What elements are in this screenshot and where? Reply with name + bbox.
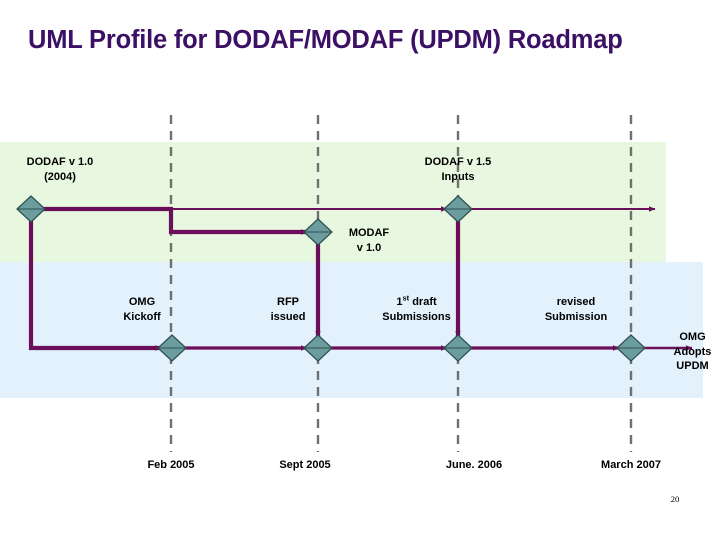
timeline-date-sept-2005: Sept 2005 [279,459,331,471]
label-ordinal-number: 1 [396,296,403,308]
label-line-3: UPDM [676,360,709,373]
label-line-1: revised [556,296,596,308]
label-line-1: DODAF v 1.0 [26,156,94,168]
milestone-label-modaf-v1-0: MODAF v 1.0 [334,226,404,255]
milestone-label-first-draft: 1st draft Submissions [358,293,475,324]
label-line-2: (2004) [44,170,76,183]
milestone-label-rfp-issued: RFP issued [258,295,318,324]
timeline-date-june-2006: June. 2006 [445,459,503,471]
label-line-2: Adopts [673,345,712,358]
page-title: UML Profile for DODAF/MODAF (UPDM) Roadm… [28,26,623,54]
milestone-label-dodaf-v1-0: DODAF v 1.0 (2004) [0,155,120,184]
milestone-label-revised-submission: revised Submission [516,295,636,324]
label-line-2: v 1.0 [356,241,382,254]
timeline-date-march-2007: March 2007 [601,459,661,471]
label-line-1: OMG [128,296,156,308]
label-line-2: Submission [544,310,608,323]
label-line-2: Submissions [382,310,451,323]
label-line-1: OMG [679,331,706,343]
milestone-label-omg-kickoff: OMG Kickoff [112,295,172,324]
label-ordinal-rest: draft [409,296,437,308]
label-line-1: 1st draft [358,293,475,310]
label-line-1: DODAF v 1.5 [424,156,492,168]
slide-page-number: 20 [670,494,680,504]
milestone-label-dodaf-v1-5: DODAF v 1.5 Inputs [398,155,518,184]
timeline-date-feb-2005: Feb 2005 [147,459,195,471]
label-line-2: Inputs [441,170,475,183]
milestone-label-omg-adopts-updm: OMG Adopts UPDM [665,330,720,374]
label-line-2: Kickoff [123,310,161,323]
label-line-1: RFP [277,296,299,308]
label-ordinal-suffix: st [402,293,410,303]
label-line-1: MODAF [348,227,390,239]
omg-process-band [0,262,703,398]
label-line-2: issued [270,310,306,323]
